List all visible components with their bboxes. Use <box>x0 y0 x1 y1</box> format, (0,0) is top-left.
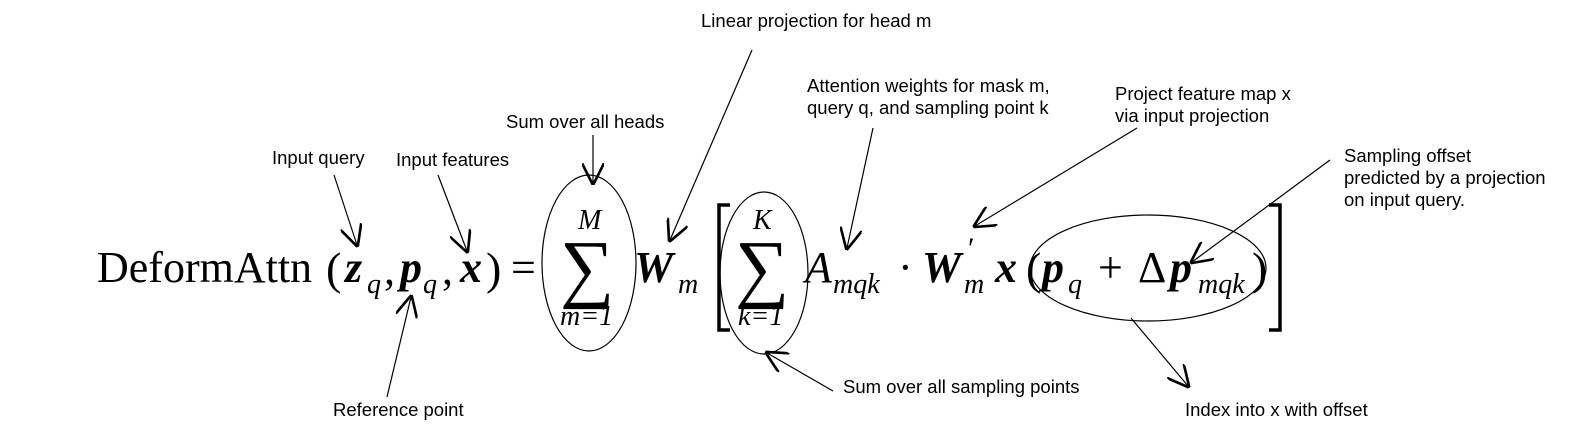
label-sum-over-sampling-points: Sum over all sampling points <box>843 376 1080 397</box>
arrow-sum-sampling-points <box>767 353 834 392</box>
p-subscript-q: q <box>423 269 437 300</box>
right-bracket <box>1269 203 1282 332</box>
close-paren: ) <box>486 243 501 294</box>
label-sampling-offset: Sampling offset predicted by a projectio… <box>1344 145 1546 210</box>
label-attention-weights: Attention weights for mask m, query q, a… <box>807 75 1050 118</box>
arrow-project-feature-map <box>975 127 1138 226</box>
p-offset-subscript: q <box>1068 269 1082 300</box>
sum-heads-lower: m=1 <box>560 301 613 332</box>
label-linear-projection: Linear projection for head m <box>701 10 932 31</box>
label-project-feature-map: Project feature map x via input projecti… <box>1115 83 1291 126</box>
sum-points-sigma: ∑ <box>735 226 789 310</box>
delta-symbol: Δ <box>1138 243 1166 292</box>
arrow-input-query <box>333 174 357 245</box>
func-name: DeformAttn <box>97 243 312 292</box>
W-prime-subscript: m <box>964 269 984 300</box>
ellipse-offset <box>1029 214 1267 322</box>
sum-heads-upper: M <box>577 205 603 236</box>
label-input-features: Input features <box>396 149 510 170</box>
arrow-input-features <box>437 174 467 251</box>
comma-1: , <box>384 245 395 294</box>
p-offset: p <box>1038 243 1064 292</box>
W-prime-mark: ′ <box>968 232 975 265</box>
arrow-sampling-offset <box>1192 159 1331 262</box>
sum-points-upper: K <box>752 205 773 236</box>
sum-heads-sigma: ∑ <box>560 226 614 310</box>
label-sum-over-heads: Sum over all heads <box>506 111 665 132</box>
p-reference: p <box>396 243 422 292</box>
z-query: z <box>343 243 362 292</box>
open-paren: ( <box>326 243 341 294</box>
left-bracket <box>717 203 730 332</box>
x-projected: x <box>994 243 1017 292</box>
offset-open-paren: ( <box>1026 243 1041 294</box>
x-features: x <box>459 243 482 292</box>
label-reference-point: Reference point <box>333 399 464 420</box>
sum-points-lower: k=1 <box>738 301 783 332</box>
label-index-into-x: Index into x with offset <box>1185 399 1368 420</box>
arrow-linear-projection <box>670 49 753 240</box>
z-subscript-q: q <box>367 269 381 300</box>
W-m-subscript: m <box>678 269 698 300</box>
equals-sign: = <box>511 243 536 292</box>
arrow-index-into-x <box>1130 317 1188 386</box>
label-input-query: Input query <box>272 147 365 168</box>
arrow-reference-point <box>386 297 411 398</box>
W-m: W <box>634 243 676 292</box>
plus-sign: + <box>1098 243 1123 292</box>
delta-p: p <box>1166 243 1192 292</box>
cdot: · <box>898 243 913 292</box>
W-prime: W <box>922 243 964 292</box>
delta-p-subscript: mqk <box>1198 269 1245 300</box>
A-subscript: mqk <box>833 269 880 300</box>
comma-2: , <box>442 245 453 294</box>
arrow-attention-weights <box>847 127 874 248</box>
